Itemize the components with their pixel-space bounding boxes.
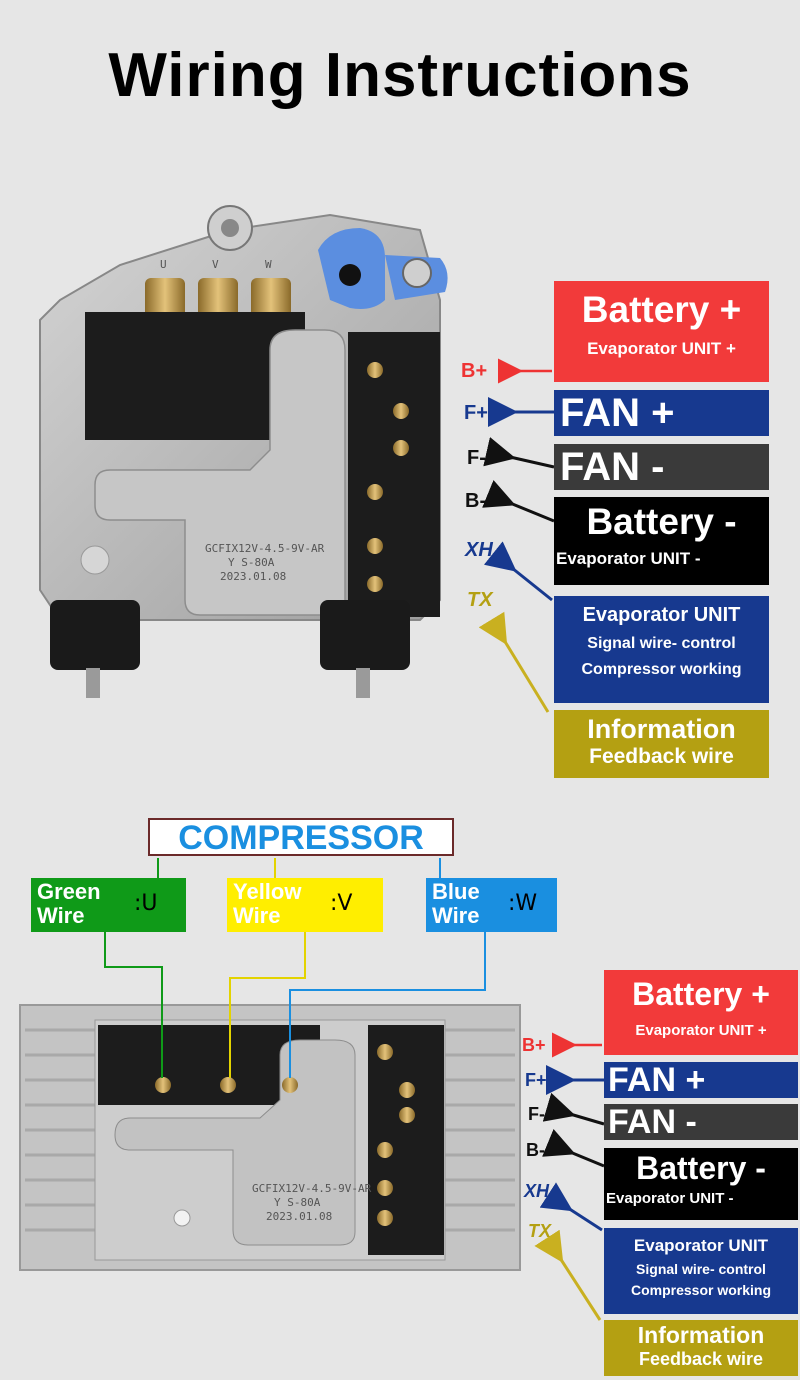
green-wire-terminal: :U xyxy=(134,891,158,916)
legend-info-line2: Feedback wire xyxy=(589,745,734,768)
controller2-code-2: Y S-80A xyxy=(274,1196,321,1209)
compressor-title: COMPRESSOR xyxy=(148,818,454,856)
legend-fan-plus: FAN + xyxy=(554,390,769,436)
legend-evap-line2: Signal wire- control xyxy=(587,635,736,652)
legend-battery-minus-title: Battery - xyxy=(586,501,737,542)
legend2-fan-plus-title: FAN + xyxy=(608,1061,706,1099)
legend2-battery-plus-sub: Evaporator UNIT + xyxy=(635,1022,767,1039)
legend2-info-line2: Feedback wire xyxy=(638,1349,764,1369)
legend2-evap-line1: Evaporator UNIT xyxy=(633,1236,769,1255)
pin-f-plus: F+ xyxy=(464,402,488,424)
controller-code-2: Y S-80A xyxy=(228,556,275,569)
blue-wire-box: Blue Wire :W xyxy=(426,878,557,932)
legend2-info-line1: Information xyxy=(637,1322,765,1348)
controller2-code-1: GCFIX12V-4.5-9V-AR xyxy=(252,1182,372,1195)
legend-evap-line3: Compressor working xyxy=(581,661,742,678)
legend2-battery-minus-sub: Evaporator UNIT - xyxy=(606,1190,734,1207)
svg-text:U: U xyxy=(160,258,167,271)
pin2-f-minus: F- xyxy=(528,1104,545,1124)
legend2-evap-line3: Compressor working xyxy=(630,1282,772,1298)
pin-tx: TX xyxy=(467,589,493,611)
legend-battery-plus-title: Battery + xyxy=(581,289,742,330)
green-wire-name1: Green xyxy=(37,879,101,904)
legend-battery-minus-sub: Evaporator UNIT - xyxy=(556,549,701,568)
legend2-evap-signal: Evaporator UNIT Signal wire- control Com… xyxy=(604,1228,798,1314)
controller2-code-3: 2023.01.08 xyxy=(266,1210,332,1223)
legend2-fan-minus: FAN - xyxy=(604,1104,798,1140)
yellow-wire-box: Yellow Wire :V xyxy=(227,878,383,932)
yellow-wire-name2: Wire xyxy=(233,903,281,928)
green-wire-name2: Wire xyxy=(37,903,85,928)
pin-b-plus: B+ xyxy=(461,360,488,382)
legend2-info: Information Feedback wire xyxy=(604,1320,798,1376)
legend2-battery-minus: Battery - Evaporator UNIT - xyxy=(604,1148,798,1220)
controller-device-top: U V W GCFIX12V-4.5-9V-AR Y S-80A 2023.01.0… xyxy=(39,205,448,698)
pin2-tx: TX xyxy=(528,1221,552,1241)
controller-device-bottom: GCFIX12V-4.5-9V-AR Y S-80A 2023.01.08 xyxy=(19,1004,521,1271)
legend-info: Information Feedback wire xyxy=(554,710,769,778)
pin2-f-plus: F+ xyxy=(525,1070,547,1090)
legend2-battery-plus-title: Battery + xyxy=(632,976,770,1012)
pin-xh: XH xyxy=(465,539,493,561)
page-title: Wiring Instructions xyxy=(108,41,692,110)
pin-b-minus: B- xyxy=(465,490,487,512)
legend-fan-minus: FAN - xyxy=(554,444,769,490)
legend-fan-plus-title: FAN + xyxy=(560,391,675,435)
pin2-b-plus: B+ xyxy=(522,1035,546,1055)
blue-wire-name1: Blue xyxy=(432,879,480,904)
pin2-xh: XH xyxy=(524,1181,550,1201)
legend2-battery-plus: Battery + Evaporator UNIT + xyxy=(604,970,798,1055)
legend-info-line1: Information xyxy=(587,714,736,744)
legend2-fan-minus-title: FAN - xyxy=(608,1103,697,1141)
legend-battery-minus: Battery - Evaporator UNIT - xyxy=(554,497,769,585)
svg-text:W: W xyxy=(265,258,272,271)
controller-code-3: 2023.01.08 xyxy=(220,570,286,583)
legend-battery-plus-sub: Evaporator UNIT + xyxy=(587,339,736,358)
legend-battery-plus: Battery + Evaporator UNIT + xyxy=(554,281,769,382)
green-wire-box: Green Wire :U xyxy=(31,878,186,932)
blue-wire-name2: Wire xyxy=(432,903,480,928)
blue-wire-terminal: :W xyxy=(508,891,538,916)
legend-fan-minus-title: FAN - xyxy=(560,445,665,489)
pin-f-minus: F- xyxy=(467,447,486,469)
yellow-wire-name1: Yellow xyxy=(233,879,302,904)
pin2-b-minus: B- xyxy=(526,1140,545,1160)
legend-evap-line1: Evaporator UNIT xyxy=(582,604,741,626)
yellow-wire-terminal: :V xyxy=(330,891,353,916)
controller-code-1: GCFIX12V-4.5-9V-AR xyxy=(205,542,325,555)
svg-text:V: V xyxy=(212,258,219,271)
legend2-evap-line2: Signal wire- control xyxy=(636,1261,766,1277)
legend2-battery-minus-title: Battery - xyxy=(636,1150,766,1186)
legend-evap-signal: Evaporator UNIT Signal wire- control Com… xyxy=(554,596,769,703)
legend2-fan-plus: FAN + xyxy=(604,1062,798,1098)
